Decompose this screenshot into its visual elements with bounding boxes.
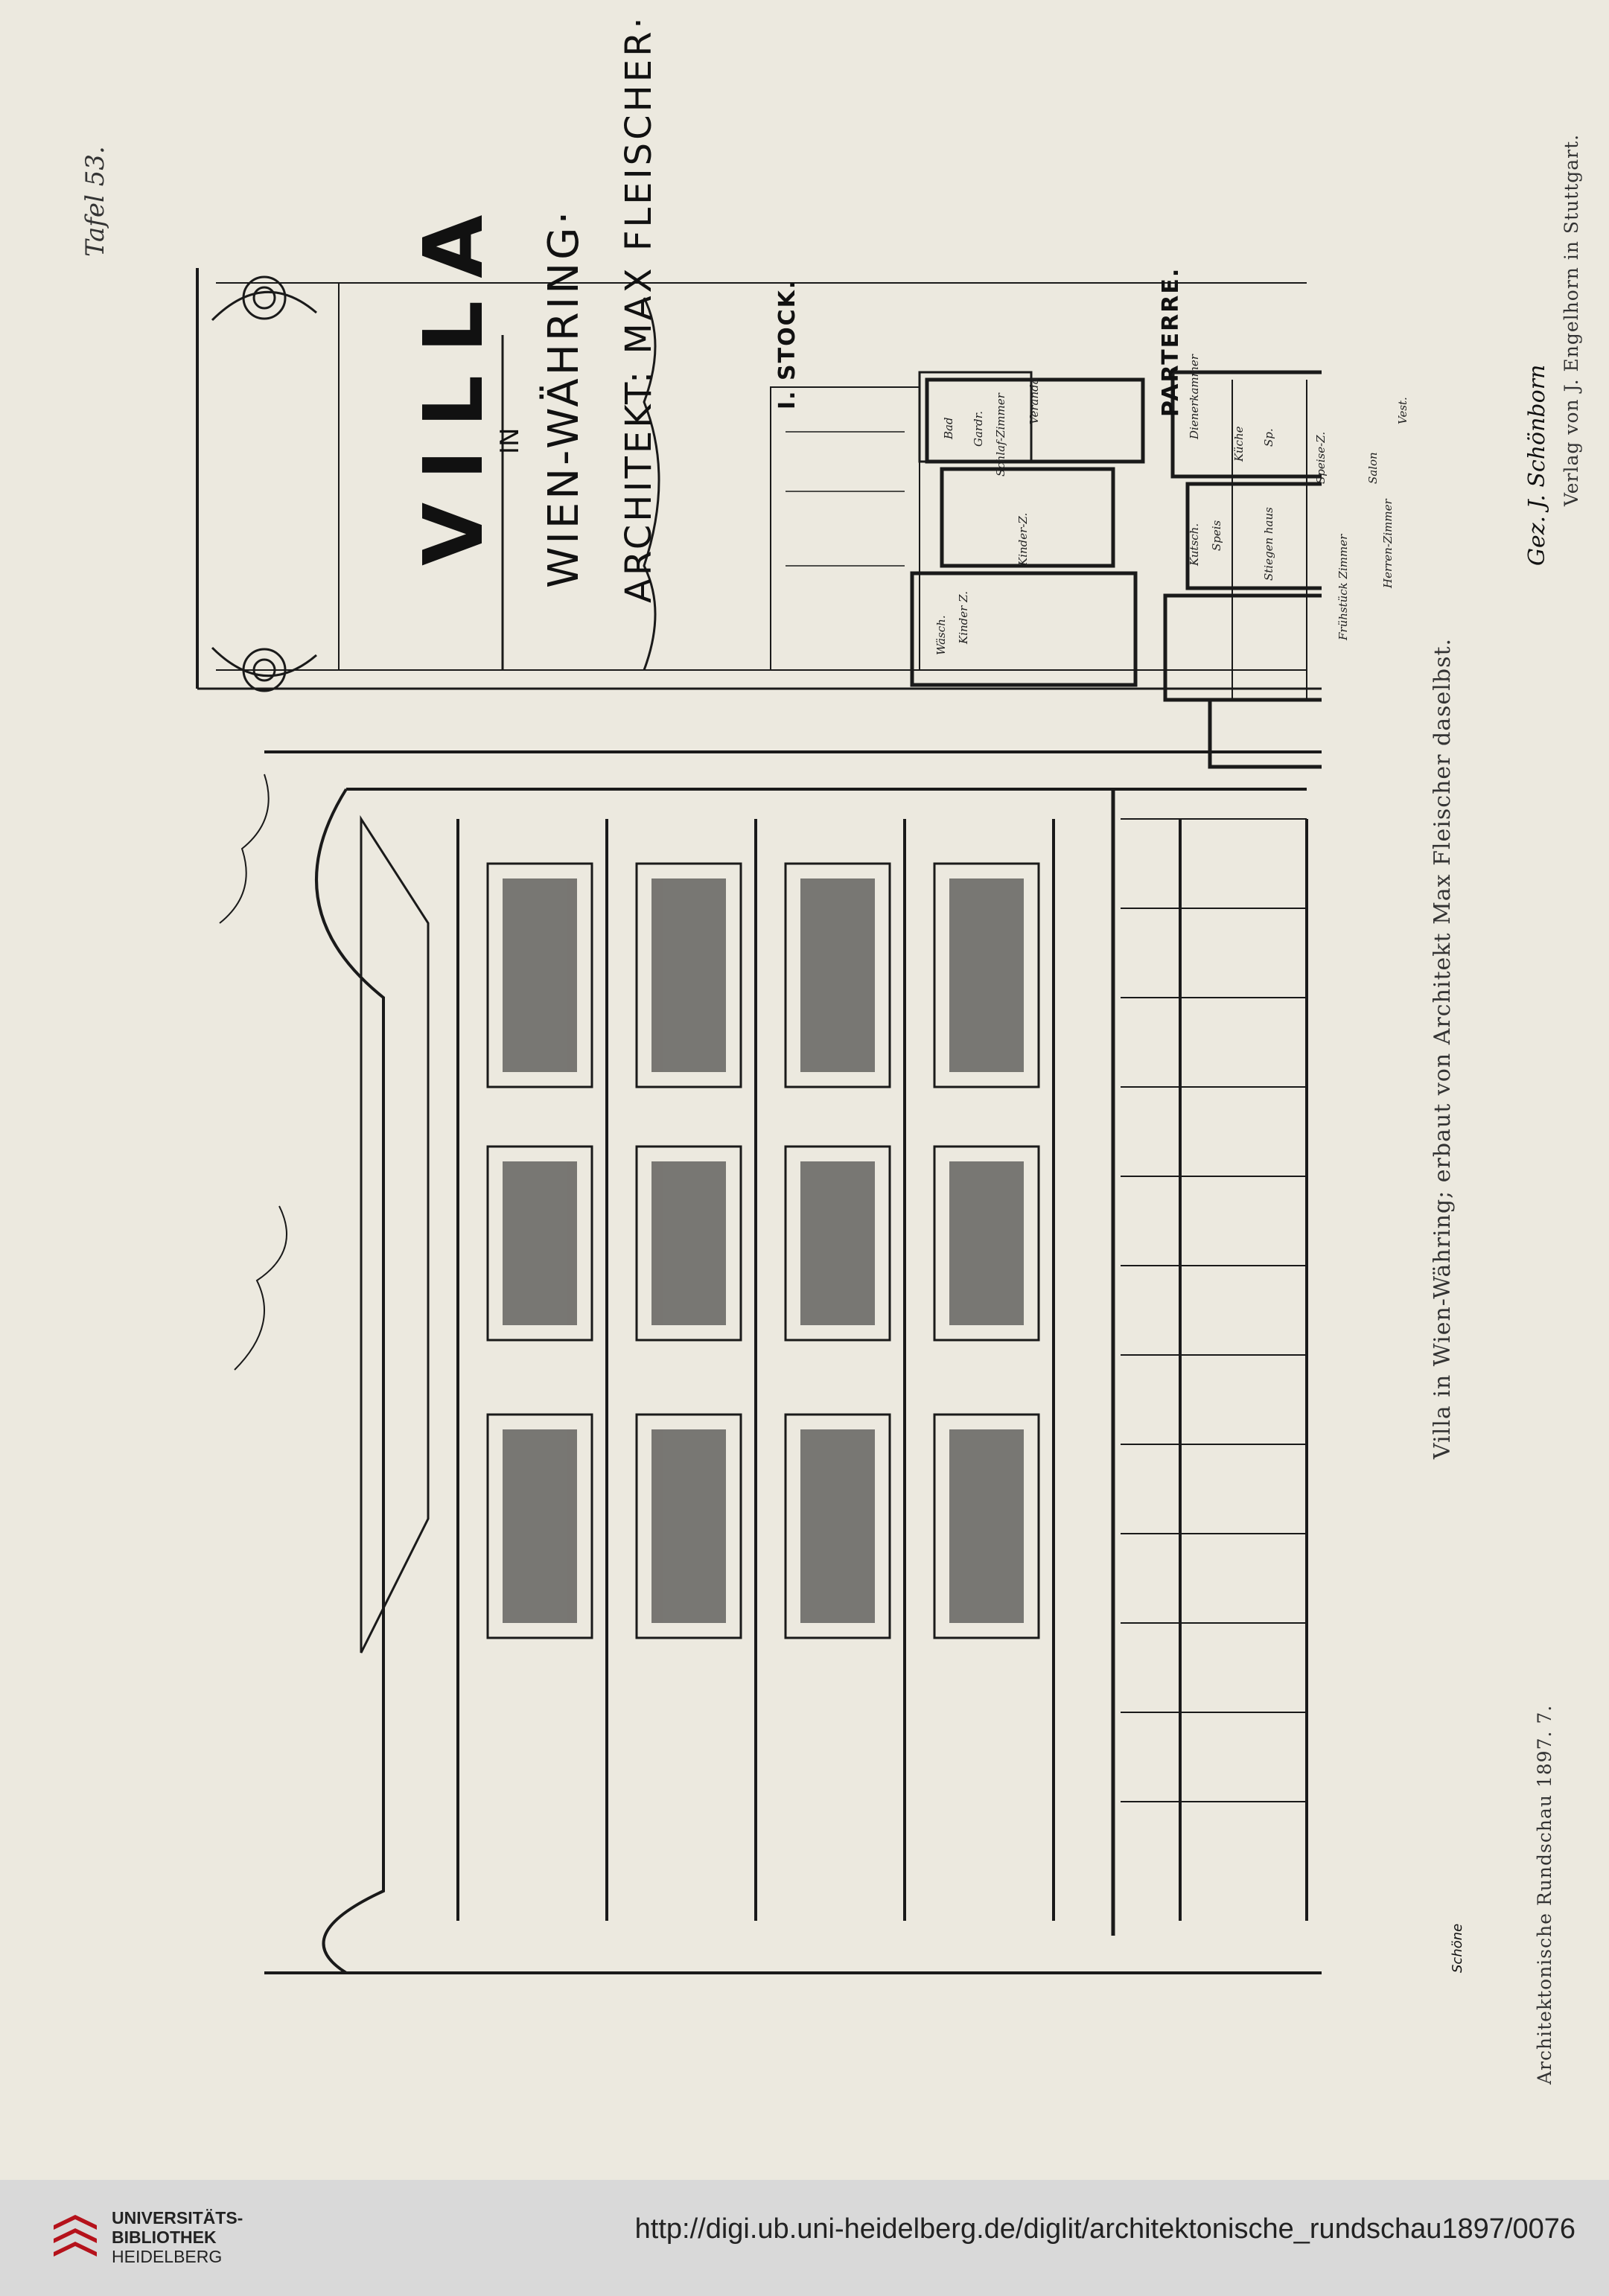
- engraving-illustration: [196, 268, 1322, 1974]
- engraving-plate: VILLA IN WIEN-WÄHRING· ARCHITEKT: MAX FL…: [190, 14, 1550, 1980]
- room-label: Vest.: [1396, 397, 1409, 424]
- title-in: IN: [495, 427, 525, 454]
- room-label: Kinder-Z.: [1016, 512, 1030, 566]
- title-villa: VILLA: [406, 192, 501, 566]
- plate-number: Tafel 53.: [80, 146, 110, 257]
- publisher-line: Verlag von J. Engelhorn in Stuttgart.: [1561, 133, 1582, 506]
- room-label: Schlaf-Zimmer: [994, 393, 1007, 476]
- room-label: Herren-Zimmer: [1381, 499, 1395, 588]
- room-label: Kutsch.: [1188, 523, 1201, 566]
- artist-mark: Schöne: [1450, 1923, 1465, 1973]
- room-label: Gardr.: [972, 411, 985, 447]
- library-name-line: HEIDELBERG: [112, 2247, 223, 2266]
- journal-citation: Architektonische Rundschau 1897. 7.: [1534, 1704, 1555, 2085]
- room-label: Wäsch.: [934, 615, 948, 655]
- scanned-page: Tafel 53. Verlag von J. Engelhorn in Stu…: [80, 14, 1582, 2085]
- permalink-url[interactable]: http://digi.ub.uni-heidelberg.de/diglit/…: [634, 2213, 1575, 2245]
- title-location: WIEN-WÄHRING·: [540, 208, 588, 588]
- room-label: Bad: [942, 417, 955, 439]
- room-label: Dienerkammer: [1188, 354, 1201, 439]
- library-name-line: BIBLIOTHEK: [112, 2228, 217, 2247]
- room-label: Salon: [1366, 452, 1380, 484]
- engraver-signature: Gez. J. Schönborn: [1524, 364, 1550, 566]
- footer-bar: UNIVERSITÄTS- BIBLIOTHEK HEIDELBERG http…: [0, 2180, 1609, 2296]
- room-label: Frühstück Zimmer: [1336, 534, 1350, 640]
- room-label: Stiegen haus: [1262, 507, 1275, 581]
- room-label: Sp.: [1262, 428, 1275, 447]
- plate-caption: Villa in Wien-Währing; erbaut von Archit…: [1430, 637, 1456, 1459]
- room-label: Speise-Z.: [1314, 431, 1328, 484]
- ground-floor-heading: PARTERRE.: [1158, 267, 1184, 417]
- room-label: Veranda: [1027, 377, 1041, 424]
- room-label: Speis: [1210, 520, 1223, 551]
- university-library-logo-icon: [54, 2215, 97, 2257]
- room-label: Kinder Z.: [957, 590, 970, 644]
- title-architect: ARCHITEKT: MAX FLEISCHER·: [618, 14, 660, 603]
- library-name: UNIVERSITÄTS- BIBLIOTHEK HEIDELBERG: [112, 2208, 243, 2266]
- room-label: Küche: [1232, 426, 1246, 462]
- upper-floor-heading: I. STOCK.: [774, 278, 800, 409]
- library-name-line: UNIVERSITÄTS-: [112, 2208, 243, 2228]
